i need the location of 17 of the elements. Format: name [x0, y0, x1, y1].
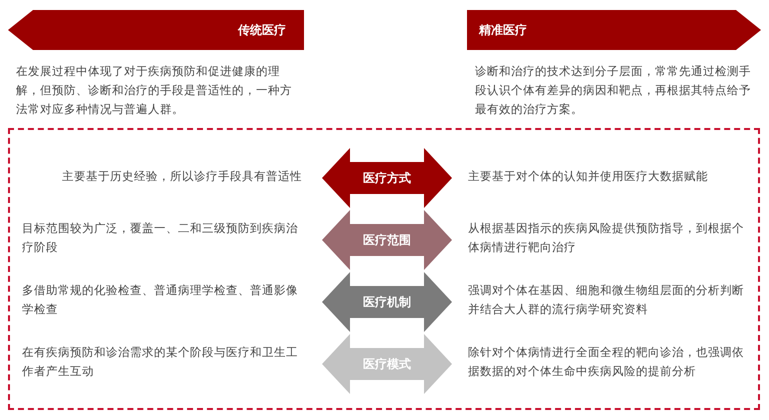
description-text: 在发展过程中体现了对于疾病预防和促进健康的理解，但预防、诊断和治疗的手段是普适性的，一种方法常对应多种情况与普遍人群。 [16, 63, 293, 118]
arrow-banner: 医疗模式 [322, 334, 452, 394]
description-text: 除针对个体病情进行全面全程的靶向诊治，也强调依据数据的对个体生命中疾病风险的提前分析 [468, 344, 745, 380]
banner-title: 精准医疗 [479, 22, 527, 39]
arrow-banner: 医疗方式 [322, 148, 452, 208]
description-text: 主要基于对个体的认知并使用医疗大数据赋能 [468, 168, 709, 184]
description-text: 在有疾病预防和诊治需求的某个阶段与医疗和卫生工作者产生互动 [22, 344, 299, 380]
banner-title: 传统医疗 [238, 22, 286, 39]
description-text: 从根据基因指示的疾病风险提供预防指导，到根据个体病情进行靶向治疗 [468, 220, 745, 256]
arrow-banner: 医疗机制 [322, 272, 452, 332]
description-text: 诊断和治疗的技术达到分子层面，常常先通过检测手段认识个体有差异的病因和靶点，再根据其特点给予最有效的治疗方案。 [475, 63, 752, 118]
description-text: 目标范围较为广泛，覆盖一、二和三级预防到疾病治疗阶段 [22, 220, 299, 256]
description-text: 多借助常规的化验检查、普通病理学检查、普通影像学检查 [22, 282, 299, 318]
dashed-frame [8, 128, 760, 410]
arrow-banner: 医疗范围 [322, 210, 452, 270]
description-text: 主要基于历史经验，所以诊疗手段具有普适性 [61, 168, 302, 184]
description-text: 强调对个体在基因、细胞和微生物组层面的分析判断并结合大人群的流行病学研究资料 [468, 282, 745, 318]
